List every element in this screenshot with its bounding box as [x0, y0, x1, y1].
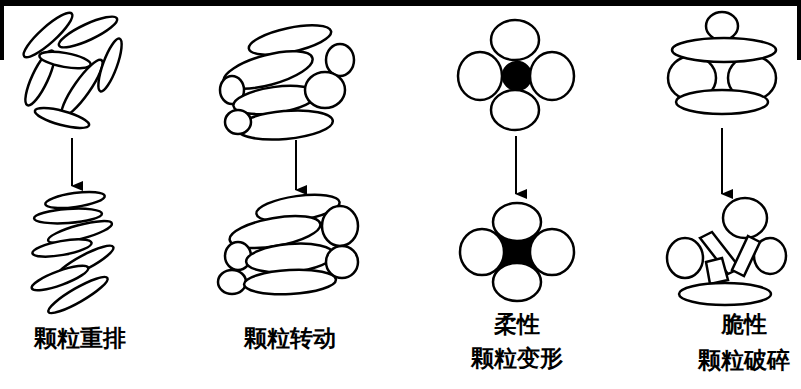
caption-label: 颗粒变形 — [471, 346, 563, 371]
caption-label: 颗粒转动 — [244, 326, 336, 351]
caption-label: 颗粒重排 — [34, 326, 126, 351]
particles — [19, 8, 786, 318]
arrows — [72, 128, 722, 194]
frame-bar — [0, 0, 4, 60]
caption-label: 脆性 — [721, 312, 767, 337]
frame-bar — [797, 0, 801, 60]
caption-label: 柔性 — [494, 312, 540, 337]
frame-bar — [0, 0, 801, 6]
caption-label: 颗粒破碎 — [698, 348, 790, 373]
